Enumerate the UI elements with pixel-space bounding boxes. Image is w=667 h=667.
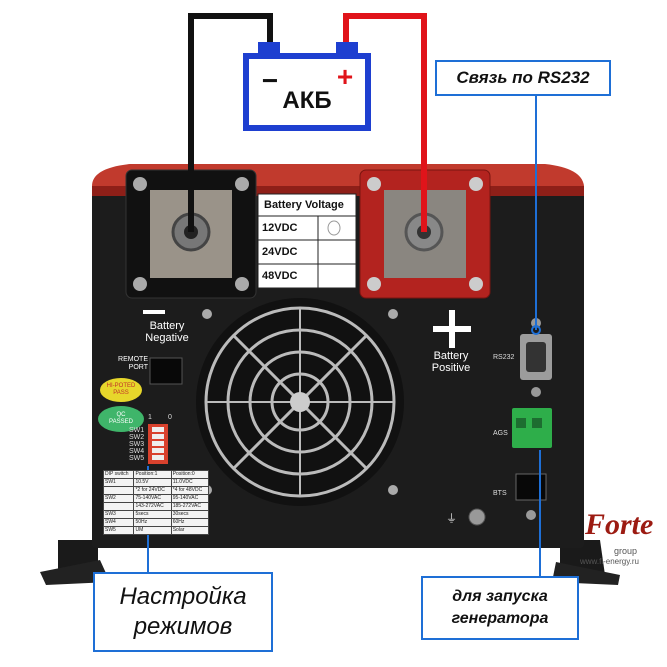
minus-sign [143, 310, 165, 314]
remote-port-label-1: REMOTE [118, 356, 148, 363]
battery-pos-post [336, 42, 358, 56]
table-cell: 10.5V [133, 478, 172, 487]
remote-port-label-2: PORT [128, 363, 148, 371]
ground-screw [468, 508, 486, 526]
dip-sw2: SW2 [129, 434, 145, 441]
plus-sign-v [449, 310, 455, 348]
voltage-24: 24VDC [262, 246, 298, 258]
table-cell: UM [133, 526, 172, 535]
dip-table-header-cell: Position:1 [133, 470, 172, 479]
dip-table-header-cell: Position:0 [170, 470, 210, 479]
battery-label: АКБ [282, 87, 332, 114]
table-row: *2 for 24VDC*4 for 48VDC [102, 486, 210, 495]
modes-callout: Настройка режимов [93, 572, 273, 652]
battery-plus-label: + [336, 61, 354, 92]
table-cell: 185-272VAC [170, 502, 210, 511]
rs232-callout: Связь по RS232 [435, 60, 611, 96]
red-wire [343, 13, 427, 232]
dip-sw4: SW4 [129, 448, 145, 455]
table-cell: *2 for 24VDC [133, 486, 172, 495]
forte-logo: Forte [585, 508, 654, 541]
battery-negative-label: Battery Negative [145, 320, 189, 345]
battery-positive-label: Battery Positive [431, 350, 471, 375]
table-cell: SW1 [102, 478, 135, 487]
battery-neg-post [258, 42, 280, 56]
table-cell: 11.0VDC [170, 478, 210, 487]
dip-sw5: SW5 [129, 455, 145, 462]
black-wire [188, 13, 273, 232]
battery-voltage-title: Battery Voltage [264, 199, 344, 211]
modes-callout-line1: Настройка [119, 583, 247, 610]
dip-off-label: 0 [168, 414, 172, 421]
generator-callout: для запуска генератора [421, 576, 579, 640]
dip-sw3: SW3 [129, 441, 145, 448]
battery-minus-label: − [261, 65, 279, 96]
table-cell: 95-140VAC [170, 494, 210, 503]
voltage-indicator-dot [327, 220, 341, 236]
qc-badge-line1: QC [116, 412, 126, 418]
dip-sw1: SW1 [129, 427, 145, 434]
table-cell: Solar [170, 526, 210, 535]
table-cell: 5secs [133, 510, 172, 519]
table-cell: 50Hz [133, 518, 172, 527]
dip-on-label: 1 [148, 414, 152, 421]
battery-symbol [243, 53, 371, 131]
rs232-port-label: RS232 [493, 354, 515, 361]
table-cell: 143-272VAC [133, 502, 172, 511]
voltage-12: 12VDC [262, 222, 298, 234]
table-cell: 60Hz [170, 518, 210, 527]
forte-logo-url: www.fi-energy.ru [580, 557, 639, 566]
table-cell: SW3 [102, 510, 135, 519]
fan-hub [290, 392, 310, 412]
case-top-edge [92, 186, 584, 196]
forte-logo-sub: group [614, 546, 638, 556]
table-cell: SW2 [102, 494, 135, 503]
bts-port-jack [515, 473, 547, 501]
bts-port-label: BTS [493, 490, 507, 497]
qc-badge-line2: PASSED [109, 419, 133, 425]
table-cell: SW4 [102, 518, 135, 527]
generator-callout-line1: для запуска [452, 588, 548, 605]
hipot-badge: HI-POTED PASS [100, 378, 142, 402]
table-cell [102, 502, 135, 511]
battery-voltage-panel [257, 193, 357, 289]
table-cell: SW5 [102, 526, 135, 535]
voltage-48: 48VDC [262, 270, 298, 282]
remote-port-jack [149, 357, 183, 385]
modes-callout-line2: режимов [133, 613, 233, 640]
dip-table-header-cell: DIP switch [102, 470, 135, 479]
table-cell [102, 486, 135, 495]
left-foot-plate [40, 560, 110, 585]
table-cell: 75-140VAC [133, 494, 172, 503]
ags-port-label: AGS [493, 430, 508, 437]
table-cell: 30secs [170, 510, 210, 519]
ground-symbol: ⏚ [446, 512, 457, 525]
generator-callout-line2: генератора [451, 610, 549, 627]
table-cell: *4 for 48VDC [170, 486, 210, 495]
dip-table-header: DIP switch Position:1 Position:0 [102, 470, 210, 479]
